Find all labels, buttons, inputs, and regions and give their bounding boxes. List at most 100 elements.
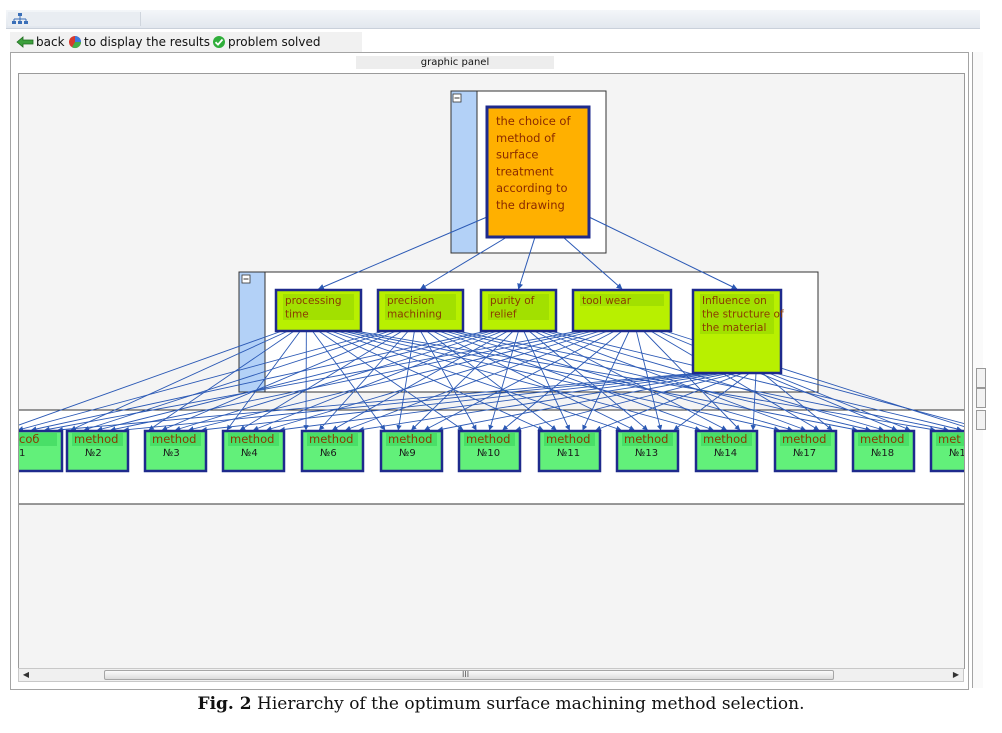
criterion-label-bg: [580, 294, 664, 306]
link-criterion-alternative: [544, 330, 885, 432]
alternative-label-number: №6: [320, 448, 337, 459]
link-criterion-alternative: [774, 372, 964, 425]
scroll-right-arrow-icon[interactable]: ▶: [952, 670, 960, 679]
alternative-label-top: method: [388, 432, 432, 446]
alternative-node[interactable]: method №14: [694, 429, 759, 473]
criterion-label-line: Influence on: [702, 295, 767, 307]
criterion-node[interactable]: tool wear: [571, 288, 673, 333]
alternative-label-number: №14: [714, 448, 737, 459]
link-criterion-alternative: [188, 330, 594, 432]
link-criterion-alternative: [57, 372, 700, 433]
criterion-label-line: processing: [285, 295, 342, 307]
link-criterion-alternative: [650, 330, 820, 431]
link-criterion-alternative: [432, 330, 635, 431]
link-criterion-alternative: [426, 330, 557, 431]
link-criterion-alternative: [279, 372, 719, 433]
alternative-label-top: met: [938, 432, 961, 446]
back-button[interactable]: back: [16, 32, 65, 52]
link-criterion-alternative: [342, 330, 780, 432]
criterion-label-line: tool wear: [582, 295, 632, 307]
link-goal-criterion: [517, 236, 536, 290]
link-criterion-alternative: [332, 330, 509, 431]
alternative-node[interactable]: method №4: [221, 429, 286, 473]
link-criterion-alternative: [148, 330, 295, 431]
alternative-node[interactable]: method №6: [300, 429, 365, 473]
display-results-button[interactable]: to display the results: [68, 32, 210, 52]
link-goal-criterion: [588, 216, 738, 290]
alternative-label-bg: [150, 433, 201, 446]
horizontal-scrollbar[interactable]: ◀ III ▶: [18, 668, 964, 682]
problem-solved-label: problem solved: [228, 35, 321, 49]
link-criterion-alternative: [174, 330, 498, 432]
tree-tab[interactable]: [8, 12, 141, 26]
alternative-label-number: №3: [163, 448, 180, 459]
link-criterion-alternative: [673, 372, 750, 431]
link-criterion-alternative: [456, 330, 949, 432]
link-criterion-alternative: [201, 372, 712, 433]
link-goal-criterion: [419, 236, 508, 290]
panel-title: graphic panel: [356, 56, 554, 69]
alternative-label-top: method: [466, 432, 510, 446]
alternative-label-bg: [386, 433, 437, 446]
alternative-label-number: №13: [635, 448, 658, 459]
alternative-label-bg: [307, 433, 358, 446]
link-criterion-alternative: [345, 330, 608, 431]
link-criterion-alternative: [123, 372, 706, 433]
link-criterion-alternative: [161, 330, 397, 431]
alternative-label-bg: [622, 433, 673, 446]
alternative-label-top: method: [703, 432, 747, 446]
criteria-level-band: [238, 271, 266, 393]
link-criterion-alternative: [437, 372, 731, 432]
alternative-label-bg: [228, 433, 279, 446]
display-results-label: to display the results: [84, 35, 210, 49]
goal-label-line: the drawing: [496, 198, 565, 212]
scroll-left-arrow-icon[interactable]: ◀: [22, 670, 30, 679]
criterion-label-line: the material: [702, 322, 766, 334]
problem-solved-button[interactable]: problem solved: [212, 32, 321, 52]
figure-caption: Fig. 2 Hierarchy of the optimum surface …: [0, 694, 1002, 714]
alternative-label-bg: [780, 433, 831, 446]
rail-tab-1[interactable]: [976, 368, 986, 388]
goal-level-band: [450, 90, 478, 254]
criterion-label-bg: [385, 294, 456, 320]
scroll-thumb[interactable]: III: [104, 670, 834, 680]
alternative-label-bg: [544, 433, 595, 446]
alternative-label-top: method: [309, 432, 353, 446]
alternative-node[interactable]: met№1: [929, 429, 964, 473]
goal-label-line: according to: [496, 181, 568, 195]
goal-label-line: method of: [496, 131, 556, 145]
criterion-label-bg: [488, 294, 549, 320]
link-goal-criterion: [317, 216, 488, 290]
toolbar: back to display the results problem solv…: [10, 32, 362, 52]
title-bar: [6, 10, 980, 29]
alternative-label-bg: [701, 433, 752, 446]
link-criterion-alternative: [239, 330, 403, 431]
rail-tab-2[interactable]: [976, 388, 986, 408]
criterion-label-bg: [700, 294, 774, 334]
link-criterion-alternative: [515, 372, 738, 432]
alternative-label-number: №4: [241, 448, 258, 459]
alternative-label-top: method: [230, 432, 274, 446]
link-criterion-alternative: [30, 330, 488, 432]
hierarchy-icon[interactable]: [12, 13, 28, 25]
rail-tab-3[interactable]: [976, 410, 986, 430]
alternative-label-number: №2: [85, 448, 102, 459]
alternative-label-number: №17: [793, 448, 816, 459]
criterion-label-line: precision: [387, 295, 434, 307]
link-criterion-alternative: [358, 372, 725, 432]
